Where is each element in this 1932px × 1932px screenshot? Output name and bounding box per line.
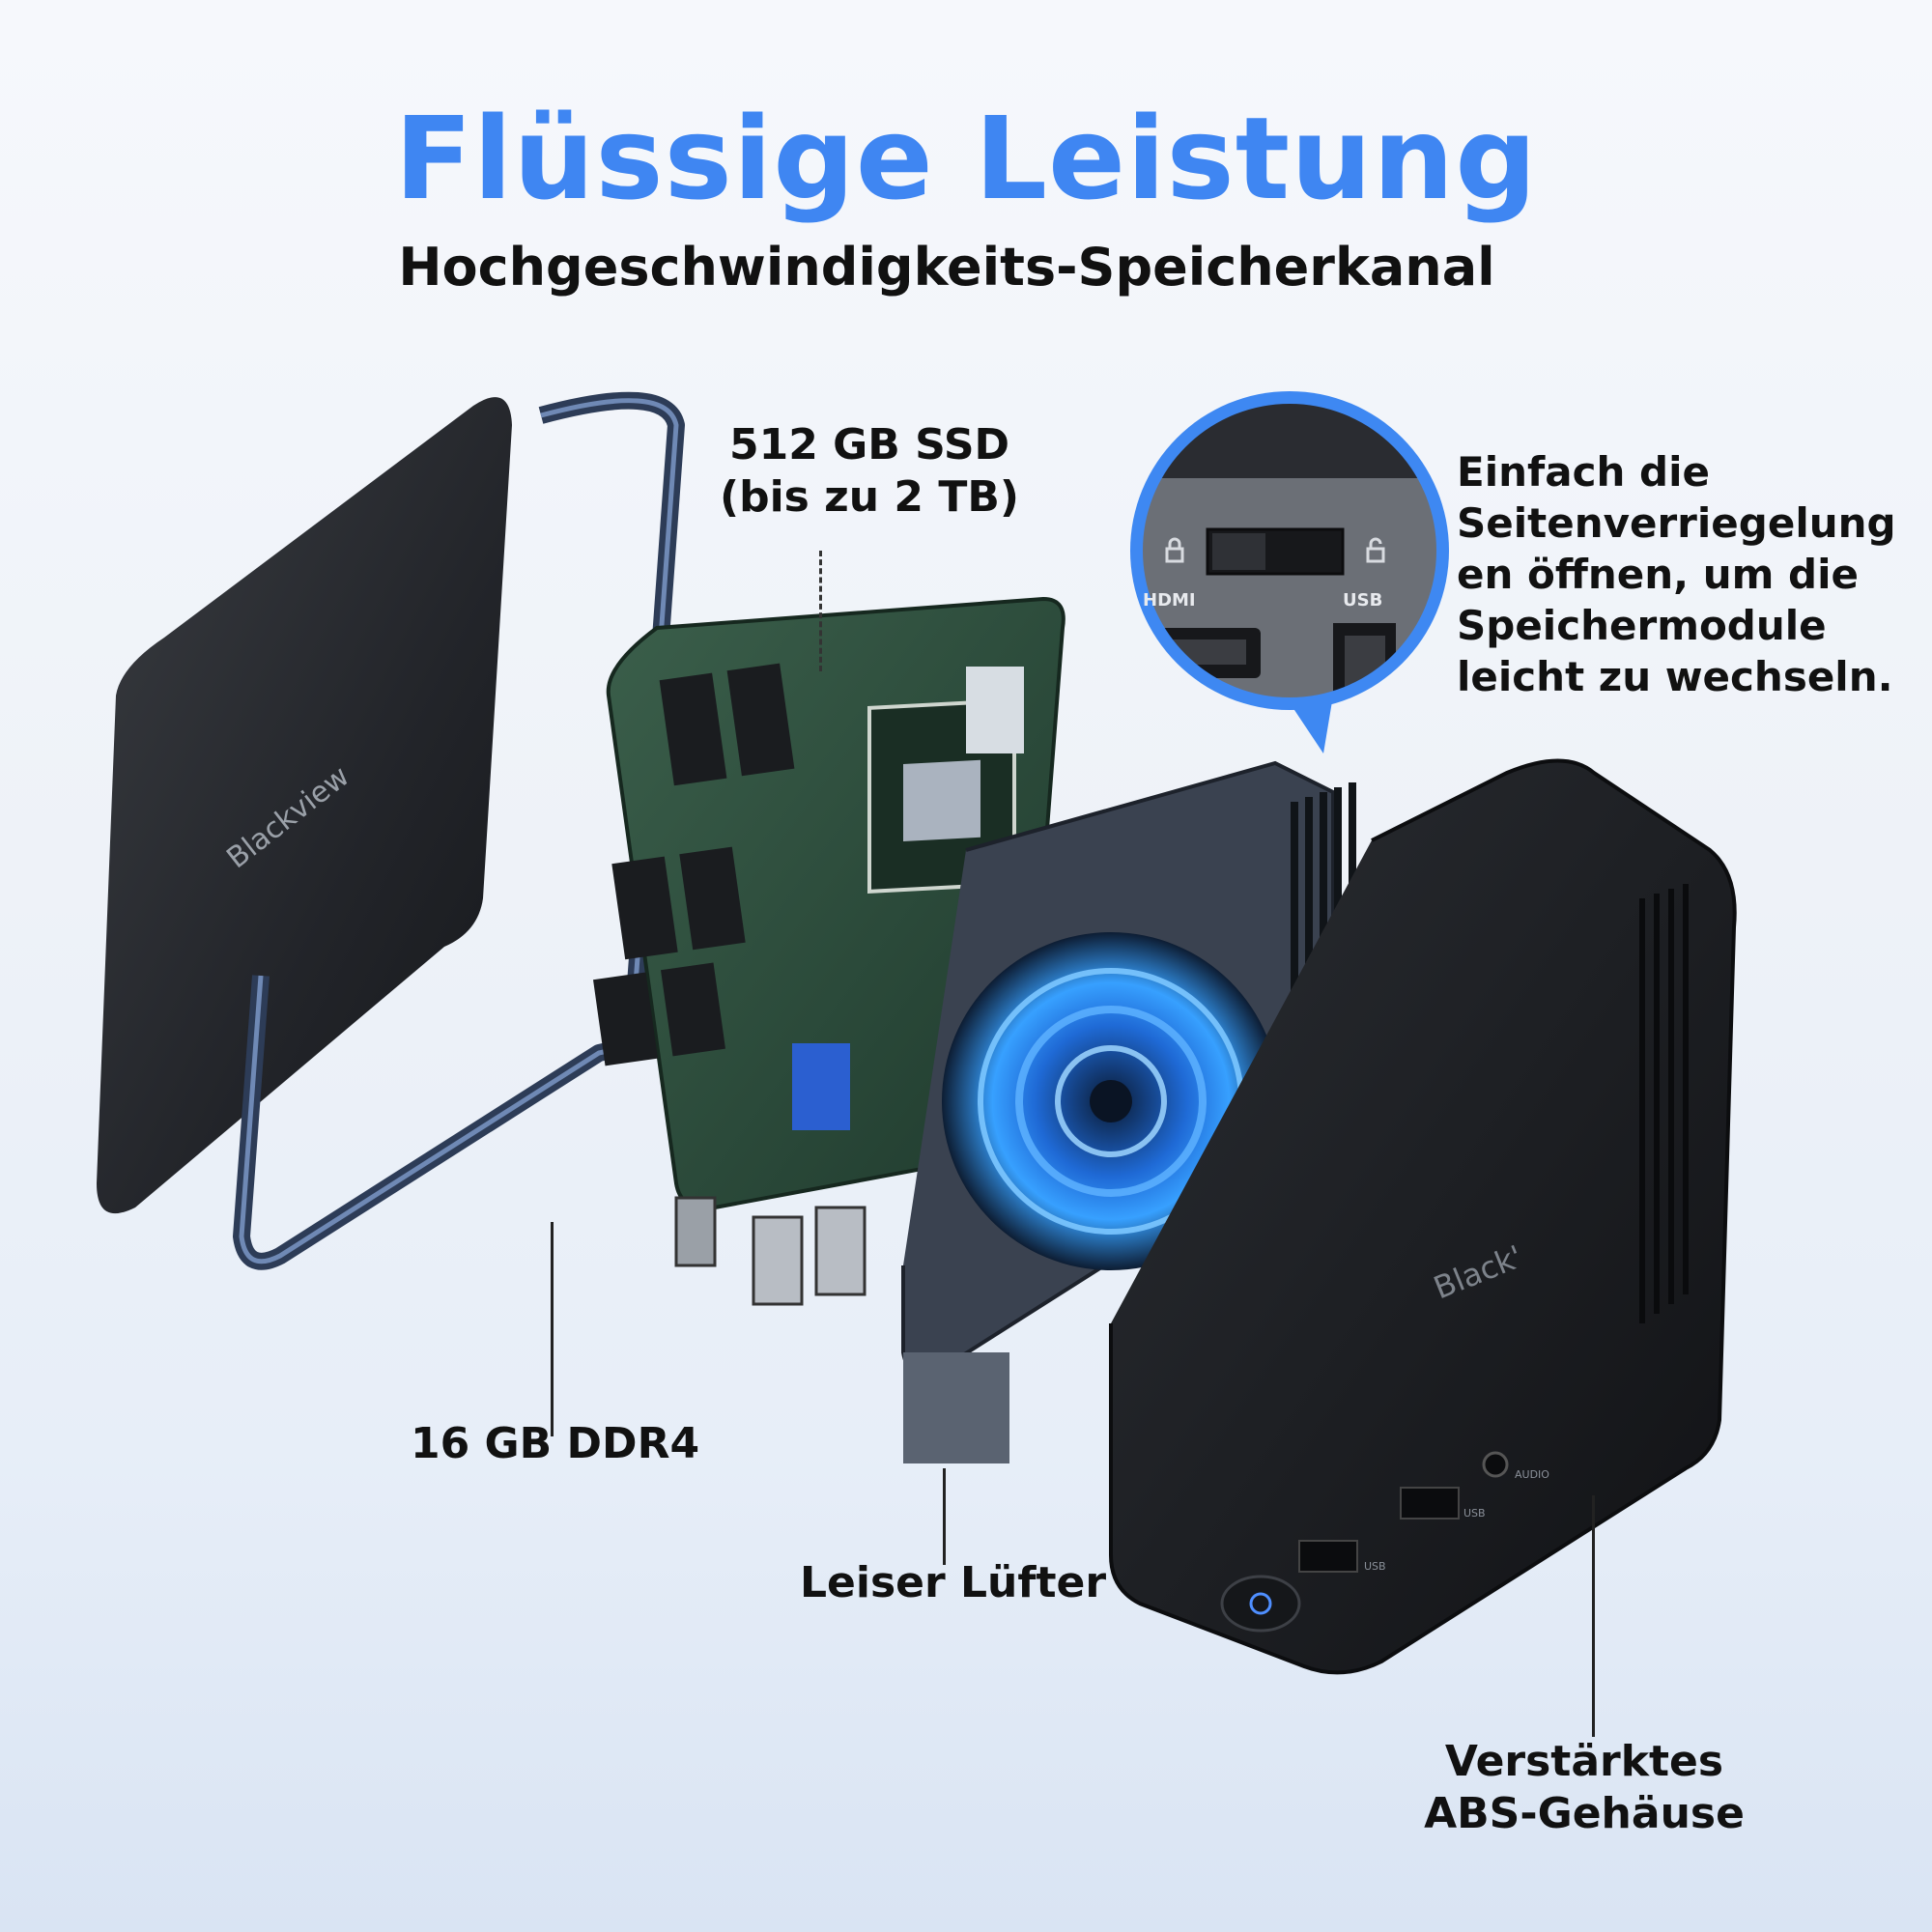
case-callout-line-2: ABS-Gehäuse — [1424, 1789, 1745, 1838]
case-leader-line — [1592, 1495, 1595, 1737]
power-button — [1220, 1575, 1301, 1633]
ssd-leader-line — [819, 551, 822, 671]
side-lock-note-line-4: Speichermodule — [1457, 602, 1827, 649]
side-lock-note-line-1: Einfach die — [1457, 448, 1710, 496]
side-lock-zoom-inset: HDMI USB — [1130, 391, 1449, 753]
power-icon — [1249, 1592, 1272, 1615]
case-callout: Verstärktes ABS-Gehäuse — [1401, 1736, 1768, 1840]
device-case: Black' USB USB AUDIO — [1109, 758, 1737, 1675]
case-port-label-audio: AUDIO — [1515, 1468, 1549, 1481]
ram-callout: 16 GB DDR4 — [411, 1419, 700, 1468]
case-port-label-usb-2: USB — [1463, 1507, 1486, 1520]
top-lid: Blackview — [97, 397, 512, 1214]
case-callout-line-1: Verstärktes — [1444, 1737, 1724, 1786]
inset-port-label-usb: USB — [1343, 590, 1382, 611]
lock-icon — [1165, 547, 1184, 563]
side-lock-note-line-5: leicht zu wechseln. — [1457, 653, 1893, 700]
ssd-callout-line-2: (bis zu 2 TB) — [719, 472, 1020, 522]
side-lock-note-line-3: en öffnen, um die — [1457, 551, 1859, 598]
ram-leader-line — [551, 1222, 554, 1436]
case-port-label-usb-1: USB — [1364, 1560, 1386, 1573]
ssd-callout-line-1: 512 GB SSD — [728, 420, 1010, 469]
fan-callout: Leiser Lüfter — [800, 1558, 1107, 1607]
ssd-callout: 512 GB SSD (bis zu 2 TB) — [676, 419, 1063, 524]
lock-icon — [1366, 547, 1385, 563]
page-subtitle: Hochgeschwindigkeits-Speicherkanal — [398, 237, 1495, 298]
page-title: Flüssige Leistung — [394, 92, 1538, 225]
inset-port-label-hdmi: HDMI — [1143, 590, 1196, 611]
fan-leader-line — [943, 1468, 946, 1565]
side-lock-note-line-2: Seitenverriegelung — [1457, 499, 1896, 547]
side-lock-note: Einfach die Seitenverriegelung en öffnen… — [1457, 446, 1920, 702]
